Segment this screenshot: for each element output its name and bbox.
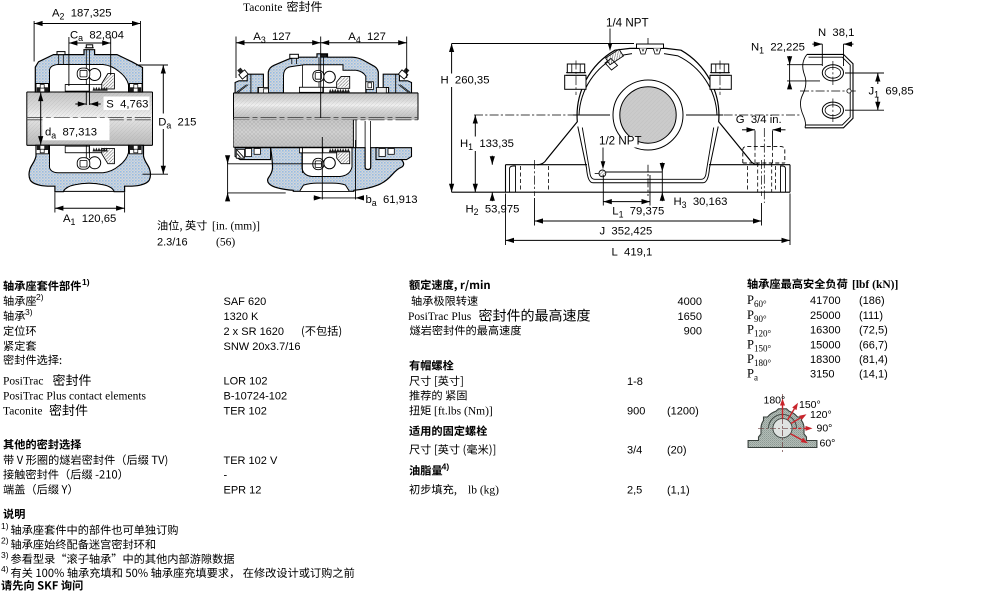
svg-text:A2 187,325: A2 187,325 [52, 8, 112, 22]
svg-text:4): 4) [1, 564, 9, 574]
svg-text:H1 133,35: H1 133,35 [460, 138, 514, 152]
svg-text:1/4 NPT: 1/4 NPT [606, 17, 649, 30]
svg-text:A3 127: A3 127 [253, 31, 291, 45]
svg-text:Da 215: Da 215 [158, 117, 196, 131]
svg-text:2,5: 2,5 [627, 485, 642, 497]
svg-text:1650: 1650 [678, 311, 702, 323]
svg-text:J 352,425: J 352,425 [600, 226, 653, 238]
svg-text:H3 30,163: H3 30,163 [674, 196, 728, 210]
svg-text:Taconite: Taconite [243, 2, 282, 14]
svg-text:4): 4) [442, 462, 450, 472]
svg-text:(186): (186) [859, 295, 885, 307]
svg-text:(14,1): (14,1) [859, 369, 888, 381]
svg-text:PosiTrac Plus: PosiTrac Plus [408, 311, 472, 323]
svg-text:16300: 16300 [810, 325, 841, 337]
svg-text:LOR 102: LOR 102 [224, 376, 268, 388]
svg-text:(66,7): (66,7) [859, 339, 888, 351]
svg-text:J1 69,85: J1 69,85 [869, 86, 914, 100]
svg-text:PosiTrac Plus contact elements: PosiTrac Plus contact elements [3, 391, 147, 403]
svg-text:3/4: 3/4 [627, 445, 642, 457]
svg-text:1): 1) [82, 277, 90, 287]
svg-text:3150: 3150 [810, 369, 834, 381]
svg-text:N1 22,225: N1 22,225 [751, 42, 805, 56]
svg-text:900: 900 [684, 326, 702, 338]
svg-text:(81,4): (81,4) [859, 354, 888, 366]
svg-text:-: - [224, 470, 228, 482]
svg-text:TER 102 V: TER 102 V [224, 455, 278, 467]
svg-text:150°: 150° [799, 399, 821, 411]
svg-text:60°: 60° [820, 438, 836, 450]
svg-text:L1 79,375: L1 79,375 [612, 206, 664, 220]
svg-text:ba 61,913: ba 61,913 [366, 194, 418, 208]
svg-text:A1 120,65: A1 120,65 [63, 213, 116, 227]
svg-text:41700: 41700 [810, 295, 841, 307]
svg-text:(20): (20) [667, 445, 687, 457]
svg-text:3): 3) [25, 307, 33, 317]
svg-text:G 3/4 in.: G 3/4 in. [736, 114, 782, 126]
svg-text:(56): (56) [216, 237, 235, 249]
svg-text:H2 53,975: H2 53,975 [466, 203, 520, 217]
svg-text:2.3/16: 2.3/16 [157, 237, 188, 249]
svg-text:EPR 12: EPR 12 [224, 485, 262, 497]
svg-text:[lbf (kN)]: [lbf (kN)] [852, 279, 898, 291]
svg-text:B-10724-102: B-10724-102 [224, 391, 288, 403]
svg-text:Taconite: Taconite [3, 406, 42, 418]
svg-text:18300: 18300 [810, 354, 841, 366]
svg-text:15000: 15000 [810, 339, 841, 351]
svg-text:S 4,763: S 4,763 [106, 98, 148, 110]
svg-text:(111): (111) [859, 310, 883, 322]
svg-text:P90°: P90° [747, 308, 767, 324]
svg-text:(1200): (1200) [667, 406, 699, 418]
svg-text:L 419,1: L 419,1 [612, 247, 653, 259]
svg-text:(1,1): (1,1) [667, 485, 690, 497]
svg-text:N 38,1: N 38,1 [818, 27, 854, 39]
svg-text:SAF 620: SAF 620 [224, 296, 267, 308]
svg-text:Ca 82,804: Ca 82,804 [70, 29, 124, 43]
svg-text:[ft.lbs (Nm)]: [ft.lbs (Nm)] [434, 406, 493, 418]
svg-text:PosiTrac: PosiTrac [3, 376, 43, 388]
svg-text:P60°: P60° [747, 293, 767, 309]
svg-text:4000: 4000 [678, 296, 702, 308]
svg-text:2 x SR 1620: 2 x SR 1620 [224, 326, 285, 338]
svg-text:180°: 180° [764, 395, 786, 407]
svg-text:da 87,313: da 87,313 [45, 127, 97, 141]
svg-text:Pa: Pa [747, 367, 758, 383]
svg-text:900: 900 [627, 406, 645, 418]
svg-text:1320 K: 1320 K [224, 311, 260, 323]
svg-text:P150°: P150° [747, 337, 771, 353]
svg-text:H 260,35: H 260,35 [441, 74, 490, 86]
svg-text:90°: 90° [817, 423, 833, 435]
svg-text:A4 127: A4 127 [348, 31, 386, 45]
svg-text:25000: 25000 [810, 310, 841, 322]
svg-text:SNW 20x3.7/16: SNW 20x3.7/16 [224, 341, 301, 353]
svg-text:1/2 NPT: 1/2 NPT [599, 135, 642, 148]
svg-text:[in. (mm)]: [in. (mm)] [212, 221, 260, 233]
svg-text:3): 3) [1, 550, 9, 560]
svg-text:1-8: 1-8 [627, 376, 643, 388]
svg-text:1): 1) [1, 521, 9, 531]
svg-text:P120°: P120° [747, 323, 771, 339]
svg-text:(72,5): (72,5) [859, 325, 888, 337]
svg-text:120°: 120° [810, 409, 832, 421]
svg-text:2): 2) [1, 536, 9, 546]
svg-text:2): 2) [36, 292, 44, 302]
svg-text:TER 102: TER 102 [224, 406, 267, 418]
svg-text:lb (kg): lb (kg) [468, 485, 499, 497]
